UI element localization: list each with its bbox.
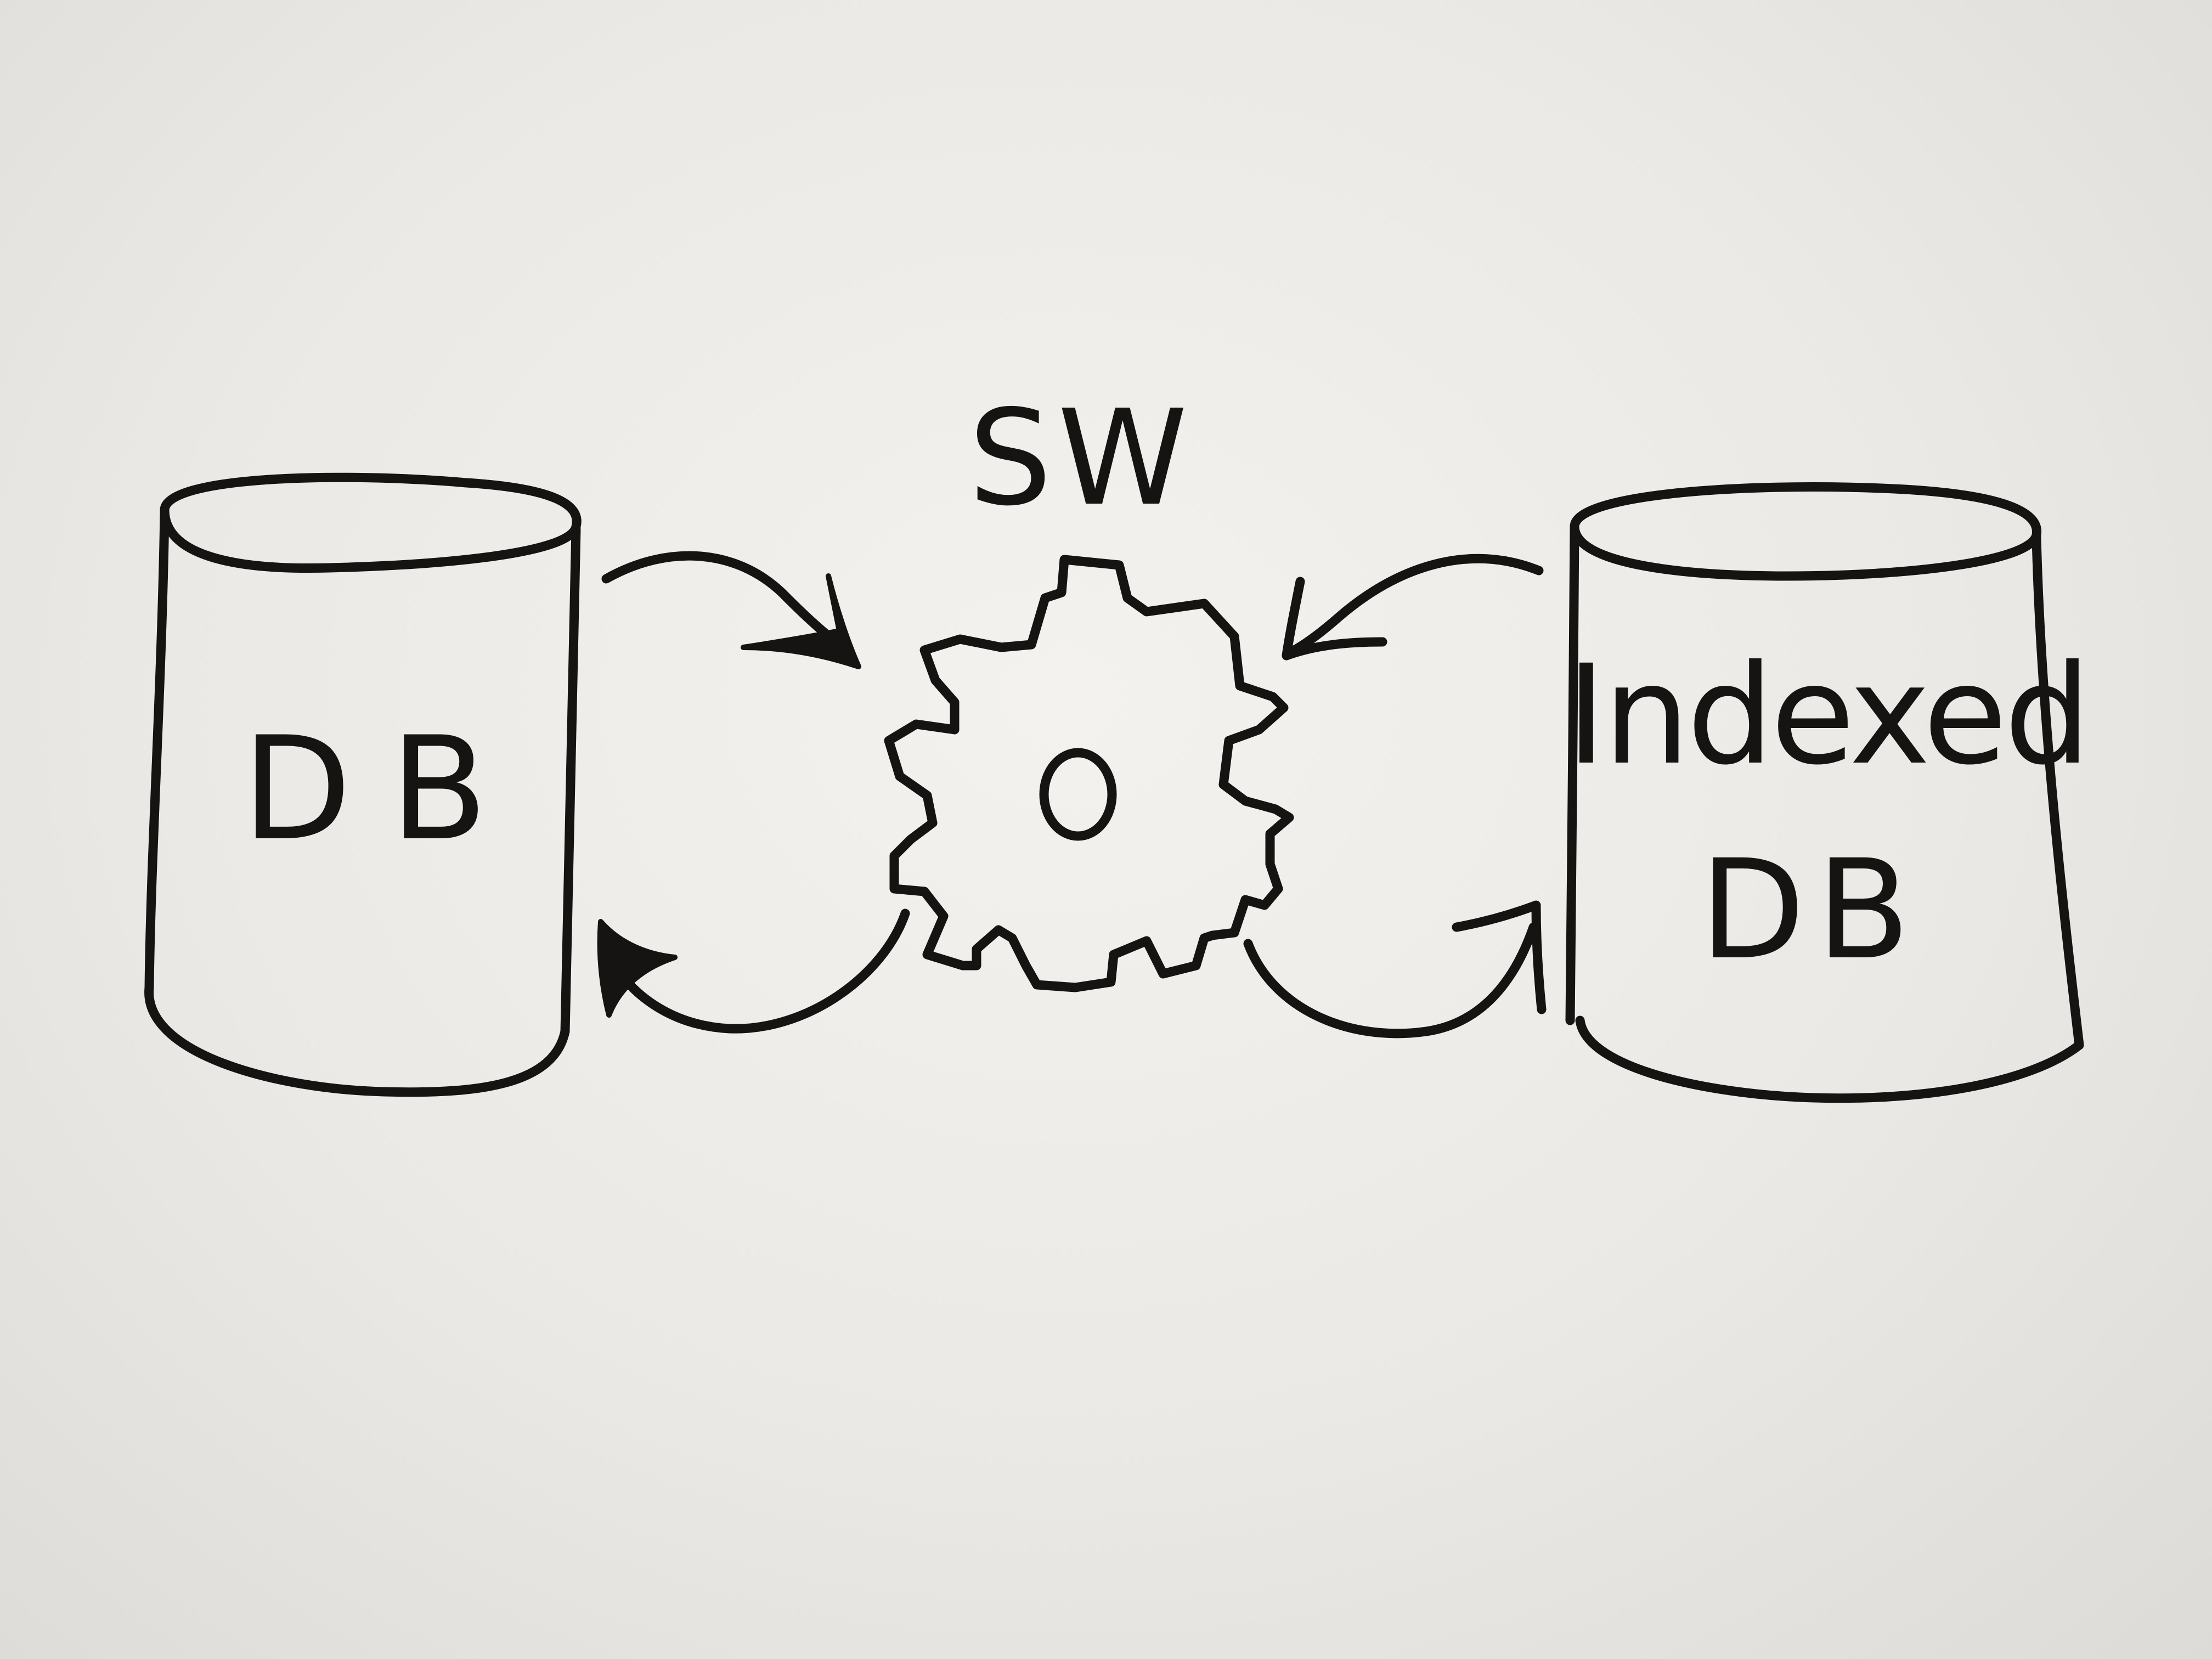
sw-gear-icon — [884, 555, 1294, 992]
sw-label: SW — [968, 381, 1193, 535]
indexed-db-label-line2: DB — [1700, 830, 1921, 990]
edge-sw-to-indexed-db-arrow — [1243, 900, 1547, 1039]
edge-indexed-db-to-sw-arrow — [1282, 554, 1544, 661]
edge-sw-to-db-arrow — [597, 909, 910, 1034]
indexed-db-label-line1: Indexed — [1566, 635, 2087, 795]
gear-hole — [1039, 748, 1117, 841]
db-label: DB — [242, 707, 527, 872]
edge-db-to-sw-arrow — [601, 551, 861, 669]
indexed-db-cylinder: Indexed DB — [1565, 482, 2091, 1103]
db-cylinder: DB — [144, 472, 582, 1097]
